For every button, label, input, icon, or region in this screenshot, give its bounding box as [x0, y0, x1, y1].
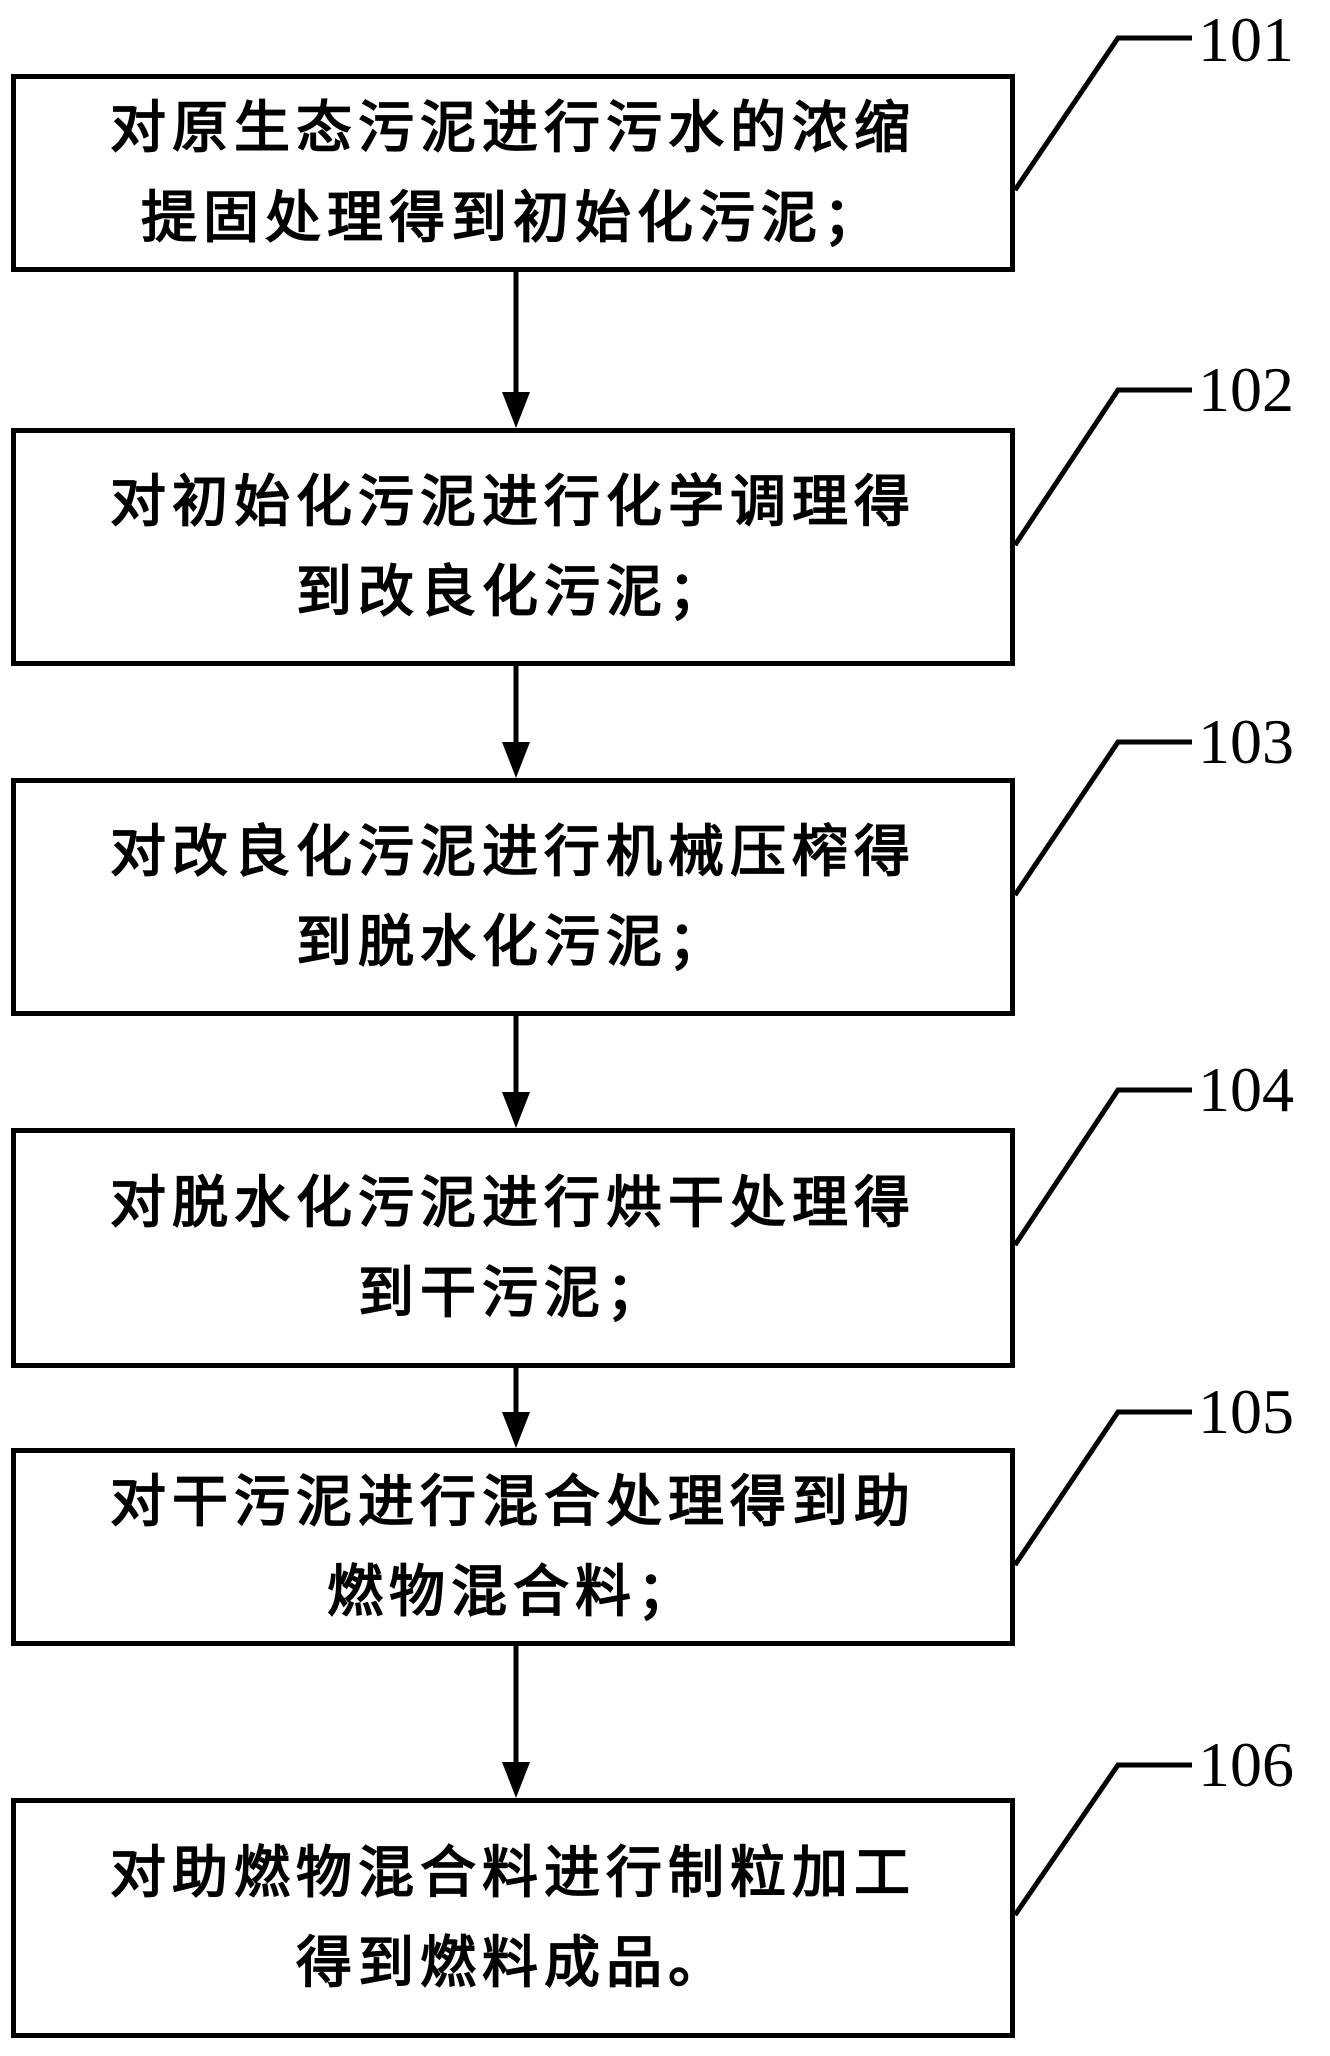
step-106-line-2: 得到燃料成品。	[296, 1930, 730, 1996]
leader-line-106	[1012, 1762, 1192, 1917]
step-box-105: 对干污泥进行混合处理得到助 燃物混合料；	[11, 1448, 1015, 1646]
step-number-105: 105	[1198, 1376, 1294, 1447]
step-text-101: 对原生态污泥进行污水的浓缩 提固处理得到初始化污泥；	[110, 83, 916, 263]
leader-line-104	[1012, 1087, 1192, 1247]
step-box-106: 对助燃物混合料进行制粒加工 得到燃料成品。	[11, 1798, 1015, 2038]
arrow-105-106	[502, 1645, 530, 1798]
step-text-104: 对脱水化污泥进行烘干处理得 到干污泥；	[110, 1158, 916, 1338]
leader-line-105	[1012, 1409, 1192, 1567]
step-102-line-1: 对初始化污泥进行化学调理得	[110, 469, 916, 535]
step-105-line-2: 燃物混合料；	[327, 1559, 699, 1625]
leader-line-101	[1012, 35, 1192, 192]
arrow-102-103	[502, 665, 530, 778]
step-103-line-2: 到脱水化污泥；	[296, 909, 730, 975]
step-number-104: 104	[1198, 1054, 1294, 1125]
step-box-104: 对脱水化污泥进行烘干处理得 到干污泥；	[11, 1128, 1015, 1368]
step-box-102: 对初始化污泥进行化学调理得 到改良化污泥；	[11, 428, 1015, 666]
step-103-line-1: 对改良化污泥进行机械压榨得	[110, 819, 916, 885]
step-text-105: 对干污泥进行混合处理得到助 燃物混合料；	[110, 1457, 916, 1637]
step-101-line-1: 对原生态污泥进行污水的浓缩	[110, 95, 916, 161]
step-106-line-1: 对助燃物混合料进行制粒加工	[110, 1840, 916, 1906]
arrow-103-104	[502, 1015, 530, 1128]
step-104-line-1: 对脱水化污泥进行烘干处理得	[110, 1170, 916, 1236]
step-box-101: 对原生态污泥进行污水的浓缩 提固处理得到初始化污泥；	[11, 74, 1015, 272]
step-number-103: 103	[1198, 706, 1294, 777]
step-box-103: 对改良化污泥进行机械压榨得 到脱水化污泥；	[11, 778, 1015, 1016]
arrow-104-105	[502, 1367, 530, 1448]
leader-line-102	[1012, 387, 1192, 547]
step-102-line-2: 到改良化污泥；	[296, 559, 730, 625]
step-number-106: 106	[1198, 1729, 1294, 1800]
step-number-102: 102	[1198, 354, 1294, 425]
step-105-line-1: 对干污泥进行混合处理得到助	[110, 1469, 916, 1535]
step-text-106: 对助燃物混合料进行制粒加工 得到燃料成品。	[110, 1828, 916, 2008]
step-text-103: 对改良化污泥进行机械压榨得 到脱水化污泥；	[110, 807, 916, 987]
step-101-line-2: 提固处理得到初始化污泥；	[141, 185, 885, 251]
step-104-line-2: 到干污泥；	[358, 1260, 668, 1326]
leader-line-103	[1012, 739, 1192, 897]
step-text-102: 对初始化污泥进行化学调理得 到改良化污泥；	[110, 457, 916, 637]
step-number-101: 101	[1198, 4, 1294, 75]
arrow-101-102	[502, 270, 530, 428]
